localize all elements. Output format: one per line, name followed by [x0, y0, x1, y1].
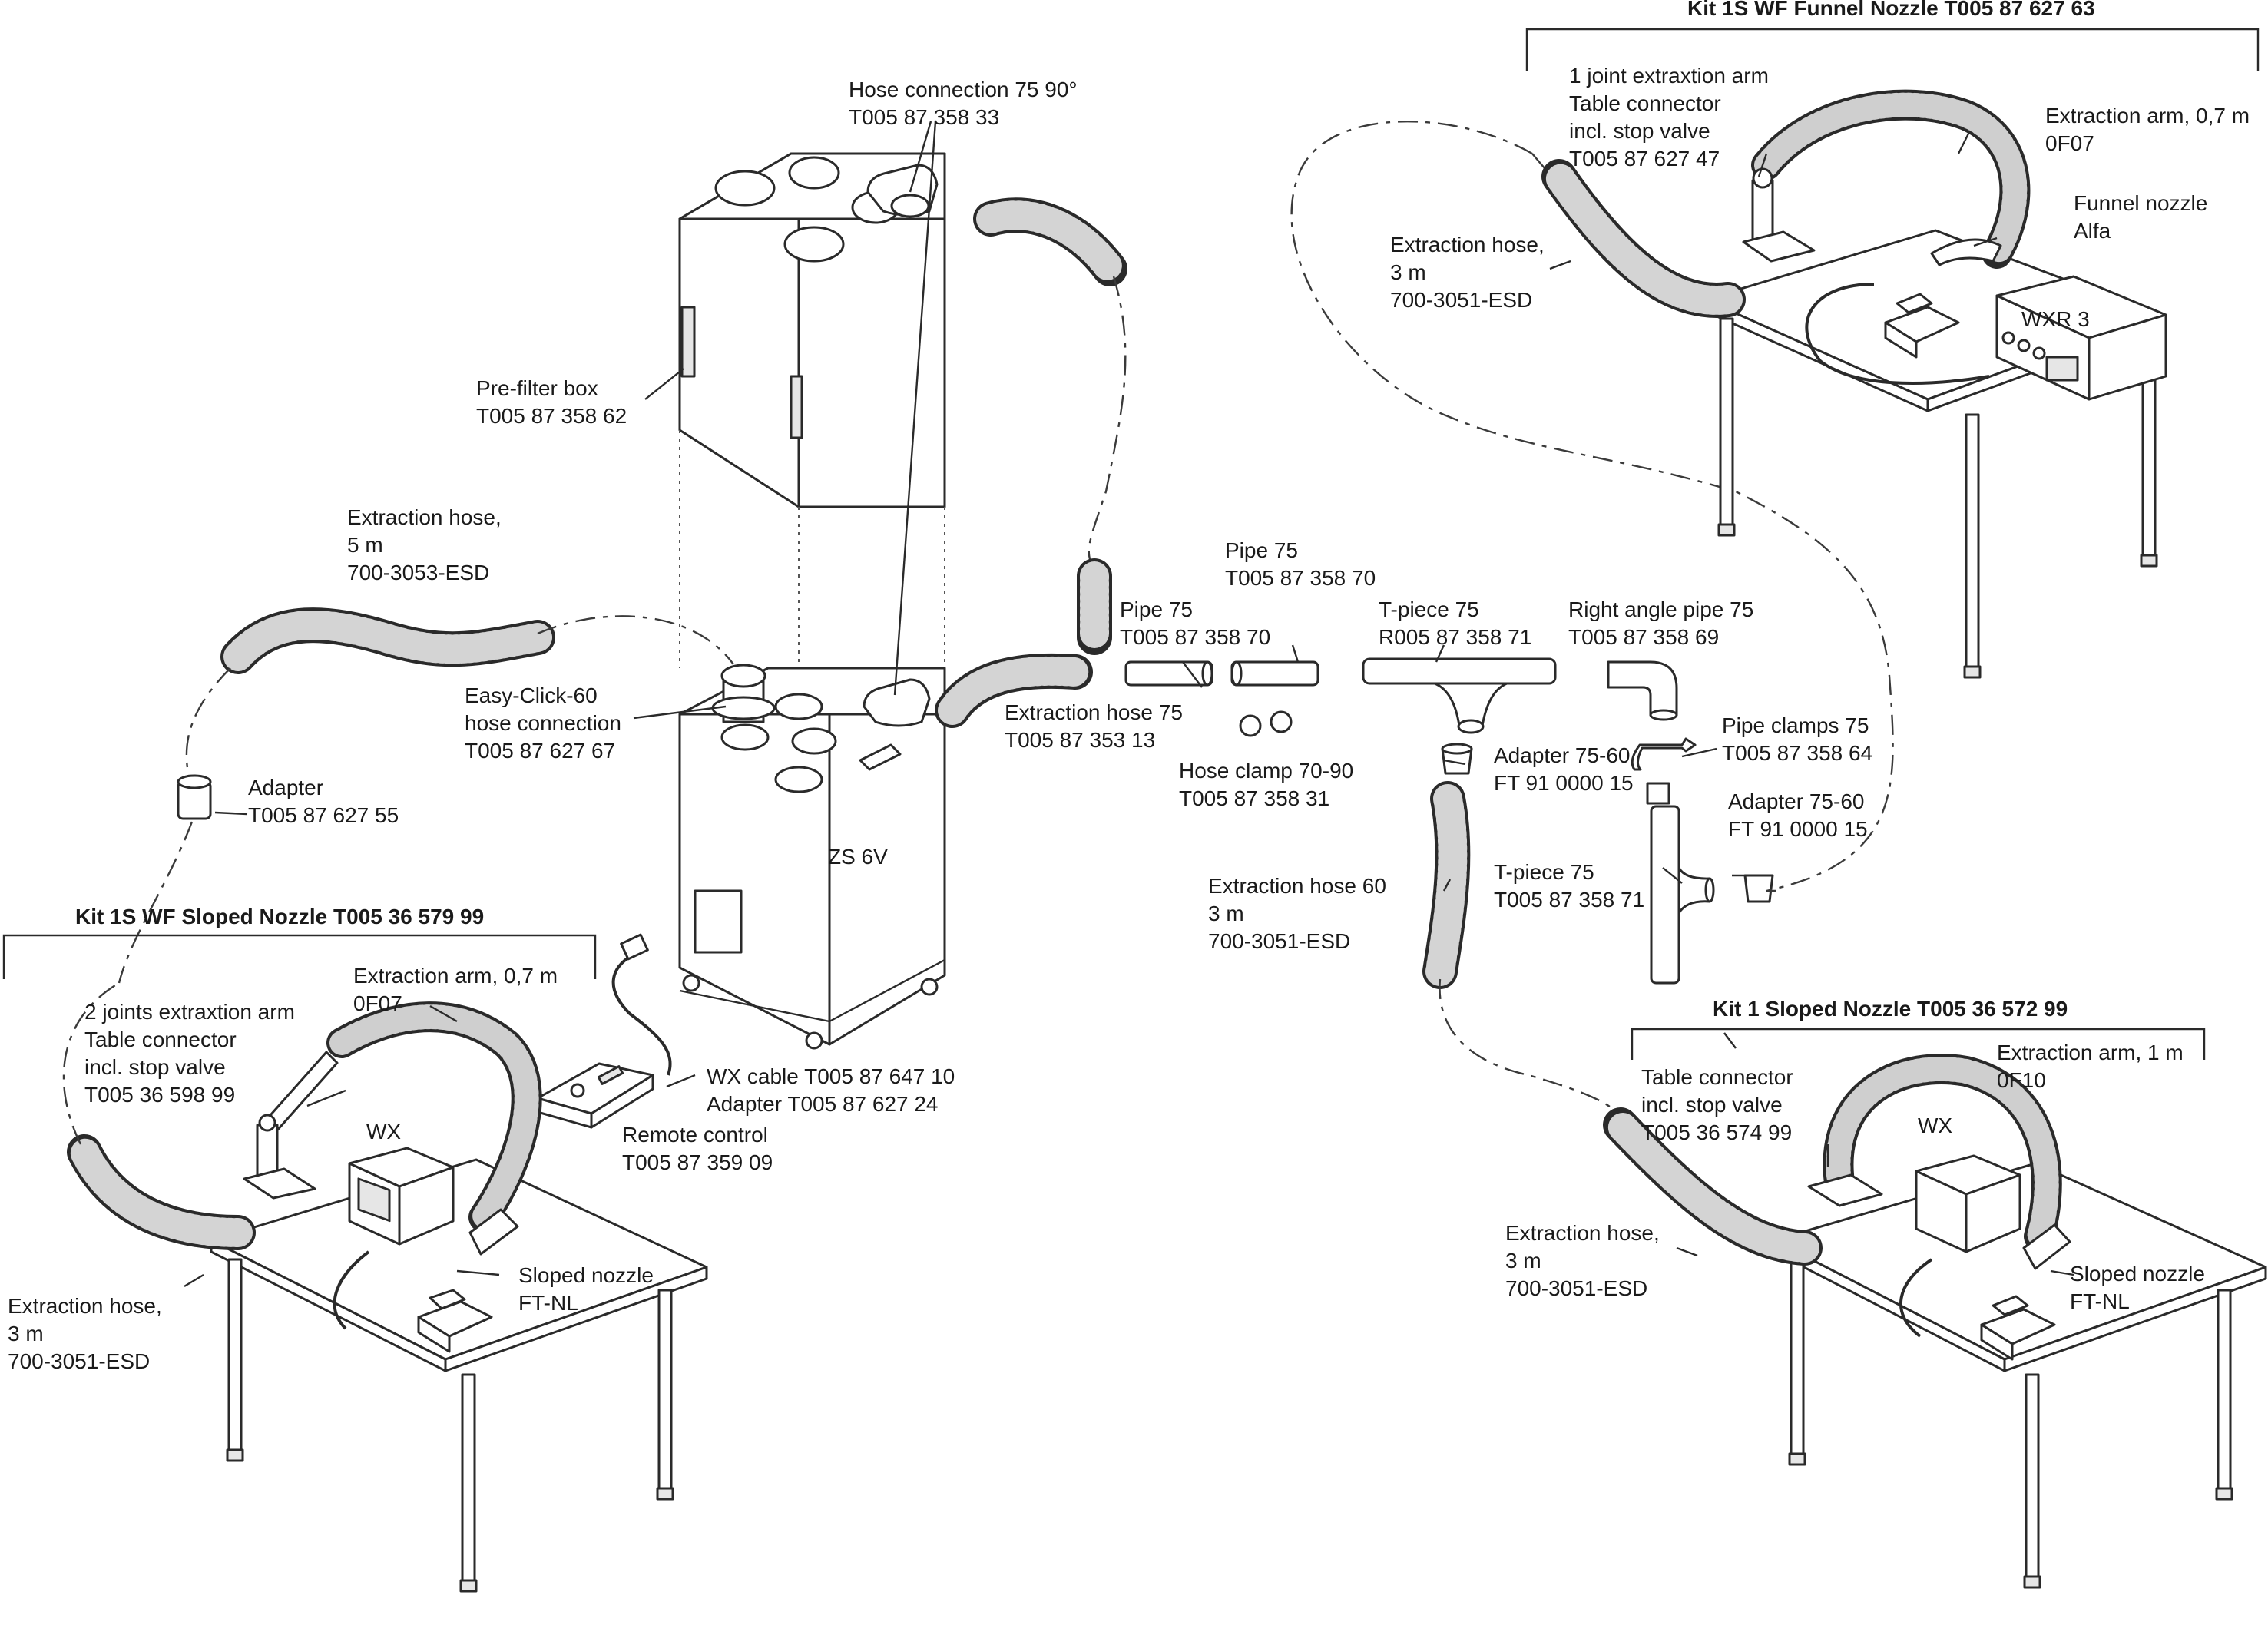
label-s1-nozzle: Sloped nozzle FT-NL: [2070, 1262, 2211, 1313]
holder-left: [417, 1289, 493, 1353]
arm-funnel: [1742, 89, 2031, 269]
sloped-ws-kit-labels: Extraction arm, 0,7 m 0F07 2 joints extr…: [8, 964, 660, 1373]
label-t-piece-75-bottom: T-piece 75 T005 87 358 71: [1494, 860, 1644, 912]
label-extraction-hose-60: Extraction hose 60 3 m 700-3051-ESD: [1208, 874, 1392, 953]
label-funnel-arm-joint: 1 joint extraxtion arm Table connector i…: [1569, 64, 1775, 170]
wx-station-right: [1915, 1154, 2021, 1253]
top-loose-hose: [973, 197, 1127, 286]
label-ws-station: WX: [366, 1120, 401, 1143]
right-angle-pipe-drawing: [1607, 660, 1678, 721]
hose-funnel: [1541, 159, 1746, 318]
label-pipe-clamps: Pipe clamps 75 T005 87 358 64: [1722, 713, 1875, 765]
label-pipe-75-b: Pipe 75 T005 87 358 70: [1225, 538, 1376, 590]
hose-right: [1603, 1107, 1823, 1266]
funnel-kit-labels: 1 joint extraxtion arm Table connector i…: [1390, 64, 2256, 312]
label-adapter-75-60-a: Adapter 75-60 FT 91 0000 15: [1494, 743, 1636, 795]
pipe-clamps-drawing: [1631, 737, 1697, 805]
kit-funnel-title: Kit 1S WF Funnel Nozzle T005 87 627 63: [1687, 0, 2095, 20]
table-left: [210, 1158, 708, 1593]
prefilter-box: [678, 152, 946, 508]
adapter-75-60-a-drawing: [1441, 743, 1473, 775]
wxr3-station: [1995, 275, 2167, 401]
wxr3-station-label: WXR 3: [2021, 307, 2090, 331]
label-ws-nozzle: Sloped nozzle FT-NL: [518, 1263, 660, 1315]
extraction-hose-75-drawing: [935, 653, 1093, 728]
label-remote-control: Remote control T005 87 359 09: [622, 1123, 774, 1174]
unit-name-label: ZS 6V: [828, 845, 888, 869]
label-ws-arm-joint: 2 joints extraxtion arm Table connector …: [84, 1000, 301, 1107]
label-pipe-75-a: Pipe 75 T005 87 358 70: [1120, 597, 1270, 649]
extraction-hose-60-drawing: [1422, 781, 1471, 989]
label-extraction-hose-5m: Extraction hose, 5 m 700-3053-ESD: [347, 505, 508, 584]
adapter-75-60-b-drawing: [1743, 874, 1774, 903]
label-ws-arm: Extraction arm, 0,7 m 0F07: [353, 964, 564, 1015]
holder-funnel: [1884, 293, 1960, 359]
label-right-angle-pipe: Right angle pipe 75 T005 87 358 69: [1568, 597, 1760, 649]
t-piece-75-top-drawing: [1362, 657, 1557, 734]
label-funnel-hose: Extraction hose, 3 m 700-3051-ESD: [1390, 233, 1551, 312]
wx-station-left: [348, 1147, 455, 1246]
wx-cable-plug: [620, 933, 649, 961]
adapter-small: [177, 774, 212, 820]
table-right: [1773, 1162, 2267, 1589]
arm-left: [243, 1001, 542, 1256]
main-labels: Hose connection 75 90° T005 87 358 33 Pr…: [248, 78, 1875, 1174]
extraction-hose-5m-drawing: [220, 607, 555, 674]
easy-click-connector: [711, 664, 776, 723]
remote-control-drawing: [536, 1062, 654, 1129]
label-adapter: Adapter T005 87 627 55: [248, 776, 399, 827]
label-wx-cable: WX cable T005 87 647 10 Adapter T005 87 …: [707, 1064, 961, 1116]
hose-clamp-drawing: [1239, 710, 1293, 737]
kit-sloped-1-title: Kit 1 Sloped Nozzle T005 36 572 99: [1713, 997, 2068, 1021]
pipe-75-b-drawing: [1230, 660, 1319, 687]
label-funnel-arm: Extraction arm, 0,7 m 0F07: [2045, 104, 2256, 155]
hose-left: [67, 1134, 256, 1250]
leader-lines: [184, 121, 2074, 1288]
label-s1-hose: Extraction hose, 3 m 700-3051-ESD: [1505, 1221, 1666, 1300]
hose-connection-90-base: [863, 678, 931, 727]
sloped-1-kit-labels: Extraction arm, 1 m 0F10 Table connector…: [1505, 1041, 2211, 1313]
kit-titles: Kit 1S WF Funnel Nozzle T005 87 627 63 K…: [75, 0, 2095, 1021]
label-s1-station: WX: [1918, 1114, 1952, 1137]
label-funnel-nozzle: Funnel nozzle Alfa: [2074, 191, 2213, 243]
label-adapter-75-60-b: Adapter 75-60 FT 91 0000 15: [1728, 789, 1870, 841]
label-easy-click: Easy-Click-60 hose connection T005 87 62…: [465, 683, 627, 763]
label-ws-hose: Extraction hose, 3 m 700-3051-ESD: [8, 1294, 168, 1373]
label-t-piece-75-top: T-piece 75 R005 87 358 71: [1379, 597, 1531, 649]
label-s1-connector: Table connector incl. stop valve T005 36…: [1641, 1065, 1799, 1144]
pipe-75-a-drawing: [1124, 660, 1213, 687]
t-piece-75-bottom-drawing: [1650, 805, 1715, 985]
label-extraction-hose-75: Extraction hose 75 T005 87 353 13: [1005, 700, 1189, 752]
label-hose-clamp: Hose clamp 70-90 T005 87 358 31: [1179, 759, 1359, 810]
kit-sloped-ws-title: Kit 1S WF Sloped Nozzle T005 36 579 99: [75, 905, 484, 928]
label-s1-arm: Extraction arm, 1 m 0F10: [1997, 1041, 2190, 1092]
holder-right: [1980, 1295, 2056, 1361]
label-prefilter-box: Pre-filter box T005 87 358 62: [476, 376, 627, 428]
arm-right: [1807, 1054, 2071, 1270]
label-hose-connection-90: Hose connection 75 90° T005 87 358 33: [849, 78, 1083, 129]
